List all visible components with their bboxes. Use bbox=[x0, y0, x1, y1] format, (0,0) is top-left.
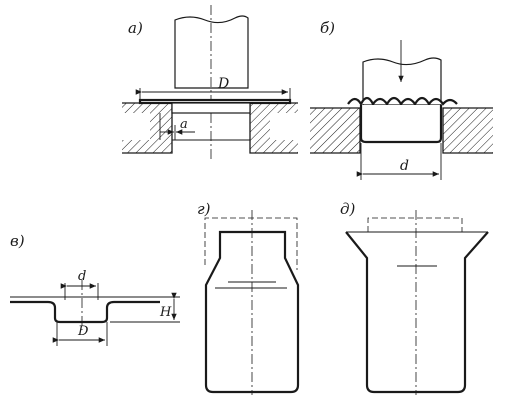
panel-a-label: а) bbox=[128, 19, 143, 37]
panel-d: д) bbox=[340, 200, 489, 395]
dim-a-label: a bbox=[180, 117, 188, 132]
punch-a bbox=[174, 5, 249, 160]
panel-v-label: в) bbox=[10, 232, 25, 250]
wrinkled-blank-b bbox=[347, 96, 458, 144]
blank-edge bbox=[171, 102, 251, 114]
panel-g-label: г) bbox=[197, 200, 211, 218]
punch-b bbox=[362, 40, 442, 106]
dim-D-v-label: D bbox=[77, 324, 89, 339]
panel-b: б) d bbox=[310, 19, 493, 180]
dimension-D-v: D bbox=[52, 322, 108, 346]
dim-d-v-label: d bbox=[78, 269, 86, 284]
dimension-H-v: H bbox=[110, 292, 180, 323]
die-b bbox=[310, 107, 493, 154]
panel-a: а) D bbox=[122, 5, 298, 160]
panel-d-label: д) bbox=[340, 200, 356, 218]
flanged-part-v bbox=[10, 280, 160, 330]
dimension-D-a: D bbox=[135, 76, 291, 100]
flared-part-d bbox=[345, 210, 489, 395]
panel-b-label: б) bbox=[320, 19, 335, 37]
panel-g: г) bbox=[197, 200, 300, 395]
dimension-d-v: d bbox=[60, 269, 99, 300]
dim-D-label: D bbox=[217, 76, 229, 92]
dimension-a: a bbox=[160, 117, 195, 140]
dim-d-label: d bbox=[400, 158, 409, 174]
dim-H-label: H bbox=[159, 305, 172, 320]
panel-v: в) d D H bbox=[10, 232, 180, 346]
dimension-d-b: d bbox=[356, 143, 442, 180]
bottle-part-g bbox=[204, 210, 300, 395]
